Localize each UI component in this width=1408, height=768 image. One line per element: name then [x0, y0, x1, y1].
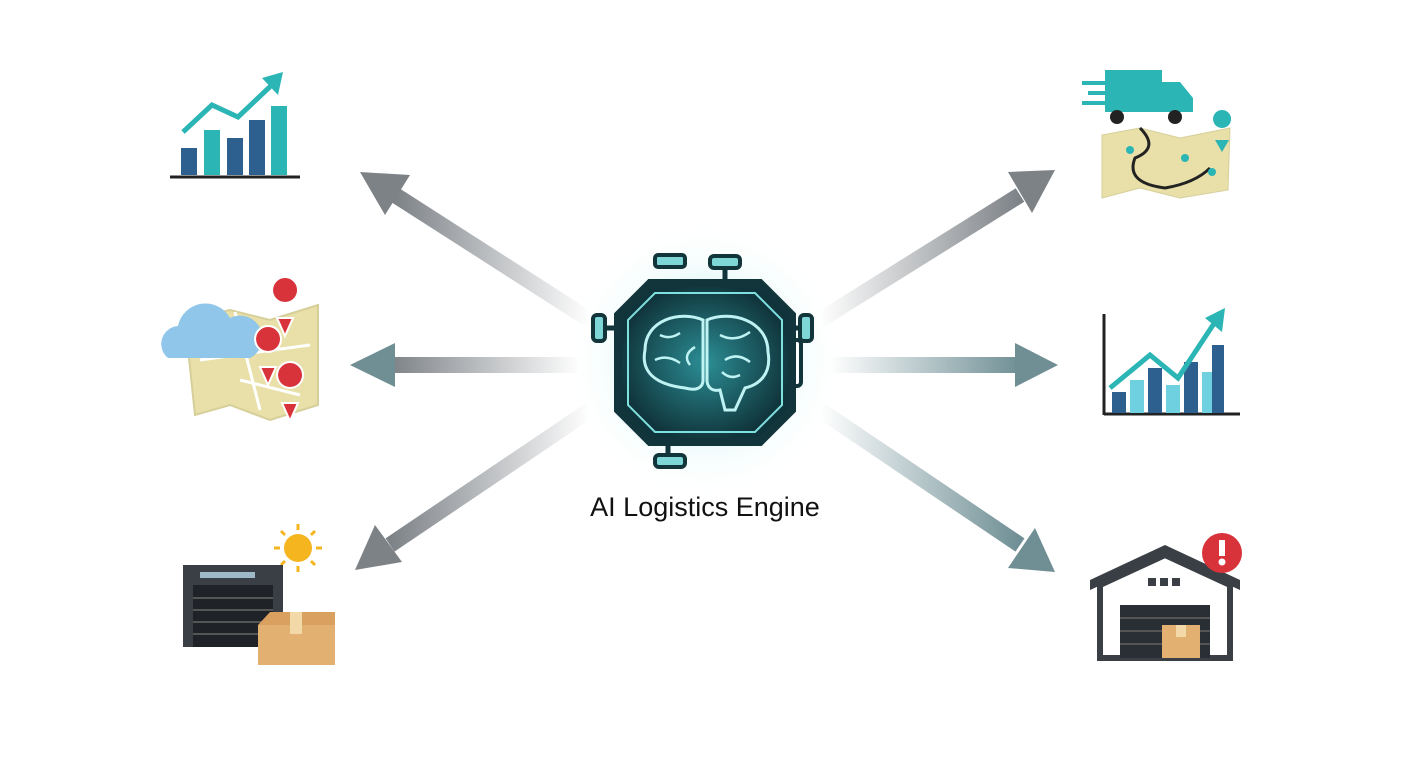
- brain-chip-icon: [565, 220, 845, 500]
- truck-route-map-icon: [1082, 70, 1232, 199]
- warehouse-alert-icon: [1090, 533, 1242, 661]
- growth-chart-icon: [1102, 308, 1240, 416]
- cloud-map-pins-icon: [161, 276, 319, 424]
- bar-chart-trend-icon: [170, 72, 300, 179]
- arrow-left: [350, 343, 580, 387]
- arrow-top-right: [815, 170, 1055, 327]
- arrow-right: [830, 343, 1058, 387]
- warehouse-sun-box-icon: [183, 524, 335, 665]
- center-label: AI Logistics Engine: [590, 492, 820, 522]
- arrow-top-left: [360, 172, 595, 327]
- arrow-bottom-right: [815, 403, 1055, 572]
- arrow-bottom-left: [355, 403, 595, 570]
